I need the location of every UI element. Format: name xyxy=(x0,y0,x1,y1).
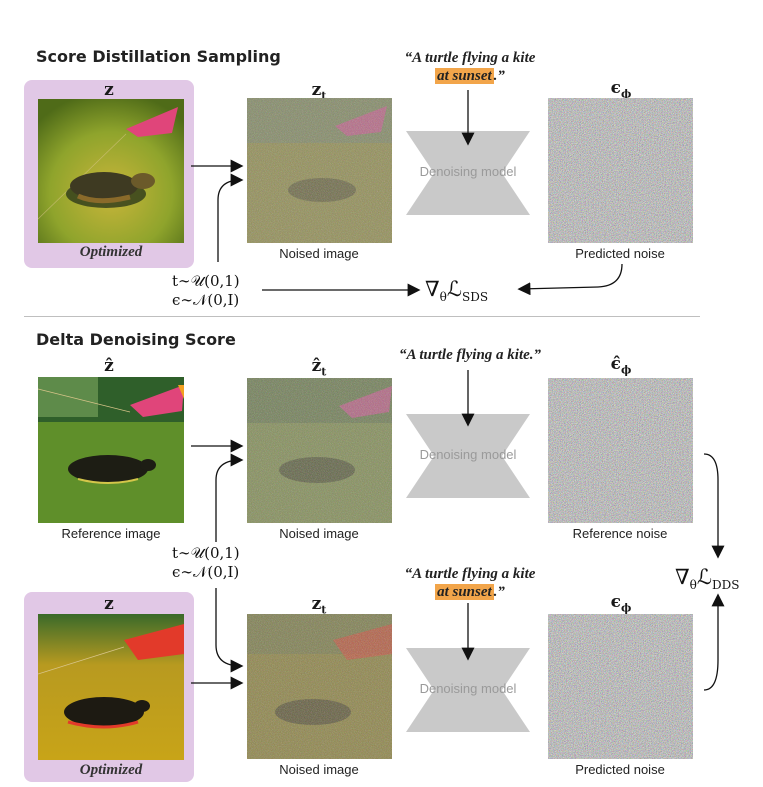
dds-zhat-t-label: ẑt xyxy=(311,356,327,379)
dds-model-label-top: Denoising model xyxy=(419,447,517,462)
dds-sampling-equations: t∼𝒰(0,1) ϵ∼𝒩(0,I) xyxy=(172,544,240,581)
sds-optimized-image xyxy=(38,99,184,243)
sds-z-label: z xyxy=(104,80,114,100)
sds-noised-caption: Noised image xyxy=(279,246,359,261)
sds-sampling-equations: t∼𝒰(0,1) ϵ∼𝒩(0,I) xyxy=(172,272,240,309)
dds-noised-caption-bottom: Noised image xyxy=(279,762,359,777)
sds-prompt: “A turtle flying a kite at sunset.” xyxy=(404,50,536,84)
dds-optimized-label: Optimized xyxy=(79,762,143,778)
dds-predicted-caption: Predicted noise xyxy=(575,762,665,777)
dds-prompt-top: “A turtle flying a kite.” xyxy=(398,347,542,363)
dds-optimized-image xyxy=(38,614,184,760)
dds-denoising-model-top: Denoising model xyxy=(406,414,530,498)
dds-eps-hat-label: ϵ̂ϕ xyxy=(610,354,632,377)
arrow-sds-noise-to-grad xyxy=(517,263,623,296)
dds-reference-noise-image xyxy=(548,378,693,523)
dds-reference-image xyxy=(38,377,184,523)
sds-predicted-caption: Predicted noise xyxy=(575,246,665,261)
dds-noised-caption-top: Noised image xyxy=(279,526,359,541)
dds-noised-image-top xyxy=(247,378,392,523)
sds-model-label: Denoising model xyxy=(419,164,517,179)
dds-noised-image-bottom xyxy=(247,614,392,759)
dds-model-label-bottom: Denoising model xyxy=(419,681,517,696)
dds-zt-label: zt xyxy=(311,594,327,617)
dds-zhat-label: ẑ xyxy=(104,356,114,376)
dds-gradient-label: ∇θℒDDS xyxy=(675,565,740,593)
sds-predicted-noise-image xyxy=(548,98,693,243)
sds-denoising-model: Denoising model xyxy=(406,131,530,215)
sds-eps-label: ϵϕ xyxy=(610,78,632,101)
dds-prompt-bottom: “A turtle flying a kite at sunset.” xyxy=(404,566,536,600)
dds-denoising-model-bottom: Denoising model xyxy=(406,648,530,732)
dds-z-label: z xyxy=(104,594,114,614)
dds-eps-label: ϵϕ xyxy=(610,592,632,615)
arrow-dds-prednoise-to-grad xyxy=(703,593,725,691)
sds-noised-image xyxy=(247,98,392,243)
sds-optimized-label: Optimized xyxy=(79,244,143,260)
dds-predicted-noise-image xyxy=(548,614,693,759)
section-divider xyxy=(24,316,700,317)
dds-section-title: Delta Denoising Score xyxy=(36,330,236,349)
sds-section-title: Score Distillation Sampling xyxy=(36,47,281,66)
dds-reference-caption: Reference image xyxy=(61,526,161,541)
sds-gradient-label: ∇θℒSDS xyxy=(425,277,489,305)
sds-zt-label: zt xyxy=(311,80,327,103)
dds-reference-noise-caption: Reference noise xyxy=(572,526,668,541)
arrow-dds-sample-to-noised-bottom xyxy=(215,588,244,673)
